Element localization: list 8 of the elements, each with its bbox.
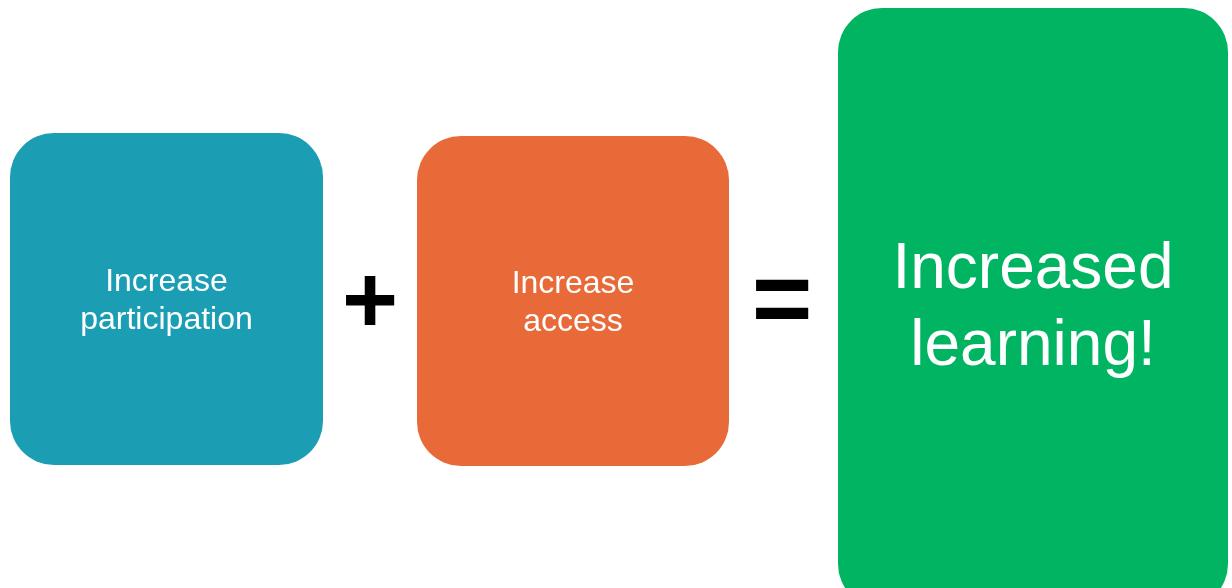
box-label: Increase access xyxy=(510,262,636,340)
box-label: Increase participation xyxy=(79,260,254,338)
box-label: Increased learning! xyxy=(891,229,1175,381)
process-box xyxy=(417,136,729,466)
result-box xyxy=(838,8,1228,588)
plus-sign: + xyxy=(340,260,400,340)
process-box xyxy=(10,133,323,465)
equals-sign: = xyxy=(750,258,814,338)
